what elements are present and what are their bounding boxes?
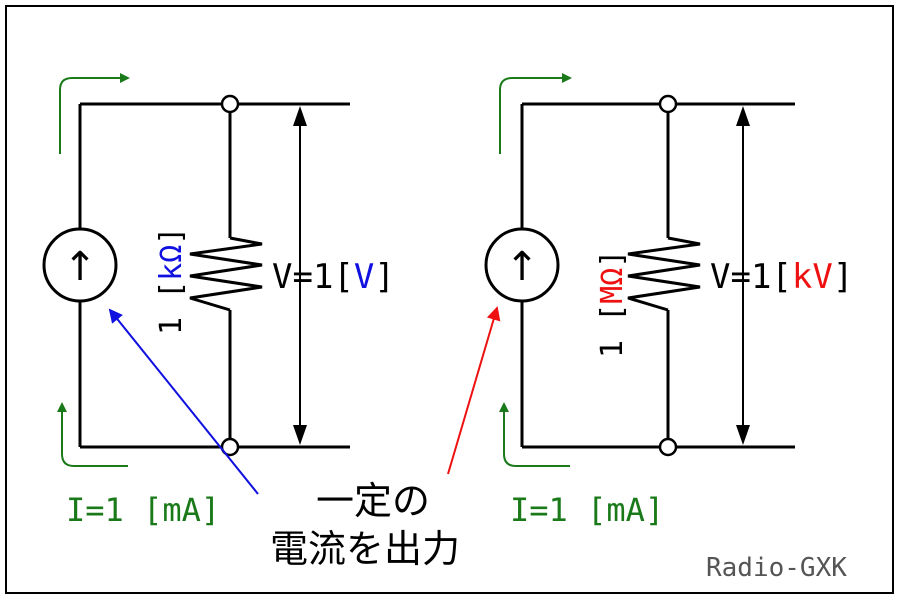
right-terminal-bottom (658, 437, 678, 457)
left-resistor (189, 236, 263, 312)
left-terminal-bottom (220, 437, 240, 457)
right-current-label: I=1 [mA] (510, 491, 664, 529)
left-current-label: I=1 [mA] (66, 491, 220, 529)
annotation-pointer-blue (108, 308, 259, 495)
right-source-arrow-icon: ↑ (505, 244, 539, 290)
left-current-arrow-bottom (57, 402, 128, 467)
right-current-arrow-bottom (499, 402, 570, 467)
left-current-source: ↑ (42, 227, 118, 303)
outer-frame (5, 5, 894, 594)
right-resistor-label: 1 [MΩ] (595, 250, 630, 358)
left-voltage-arrow (293, 106, 307, 445)
right-circuit (520, 102, 795, 449)
annotation-pointer-red (447, 306, 501, 475)
left-current-arrow-top (59, 73, 130, 154)
right-terminal-top (658, 94, 678, 114)
right-voltage-label: V=1[kV] (710, 257, 853, 297)
left-terminal-top (220, 94, 240, 114)
left-voltage-label: V=1[V] (272, 257, 395, 297)
left-source-arrow-icon: ↑ (63, 244, 97, 290)
annotation-line1: 一定の (316, 479, 430, 523)
annotation-line2: 電流を出力 (270, 527, 460, 571)
left-resistor-label: 1 [kΩ] (154, 227, 189, 335)
right-voltage-arrow (736, 106, 750, 445)
right-resistor (627, 236, 701, 312)
watermark: Radio-GXK (706, 553, 847, 583)
right-current-arrow-top (499, 73, 572, 154)
right-current-source: ↑ (484, 227, 560, 303)
